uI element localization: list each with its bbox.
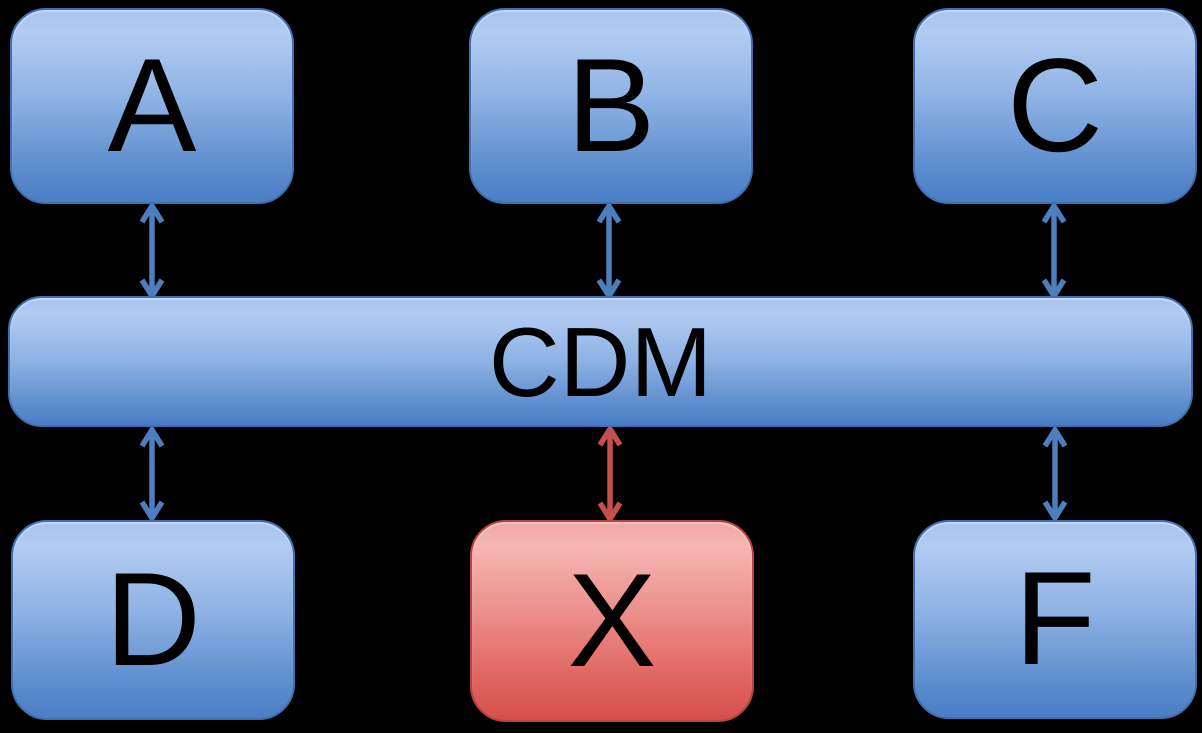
- connector-x-cdm: [597, 423, 623, 525]
- node-c-label: C: [1006, 31, 1104, 180]
- node-c: C: [913, 8, 1197, 204]
- hub-cdm-label: CDM: [488, 306, 713, 417]
- node-a-label: A: [107, 31, 197, 180]
- node-x-label: X: [567, 546, 657, 695]
- node-b: B: [469, 8, 753, 204]
- connector-f-cdm: [1042, 424, 1068, 524]
- connector-c-cdm: [1041, 200, 1067, 302]
- connector-d-cdm: [139, 424, 165, 524]
- node-f-label: F: [1014, 545, 1096, 693]
- node-f: F: [913, 520, 1197, 719]
- node-d-label: D: [104, 545, 202, 694]
- node-a: A: [10, 8, 294, 204]
- node-x: X: [470, 520, 754, 722]
- connector-b-cdm: [596, 200, 622, 302]
- hub-cdm: CDM: [8, 296, 1193, 427]
- node-d: D: [11, 520, 295, 720]
- node-b-label: B: [566, 31, 656, 180]
- connector-a-cdm: [139, 200, 165, 302]
